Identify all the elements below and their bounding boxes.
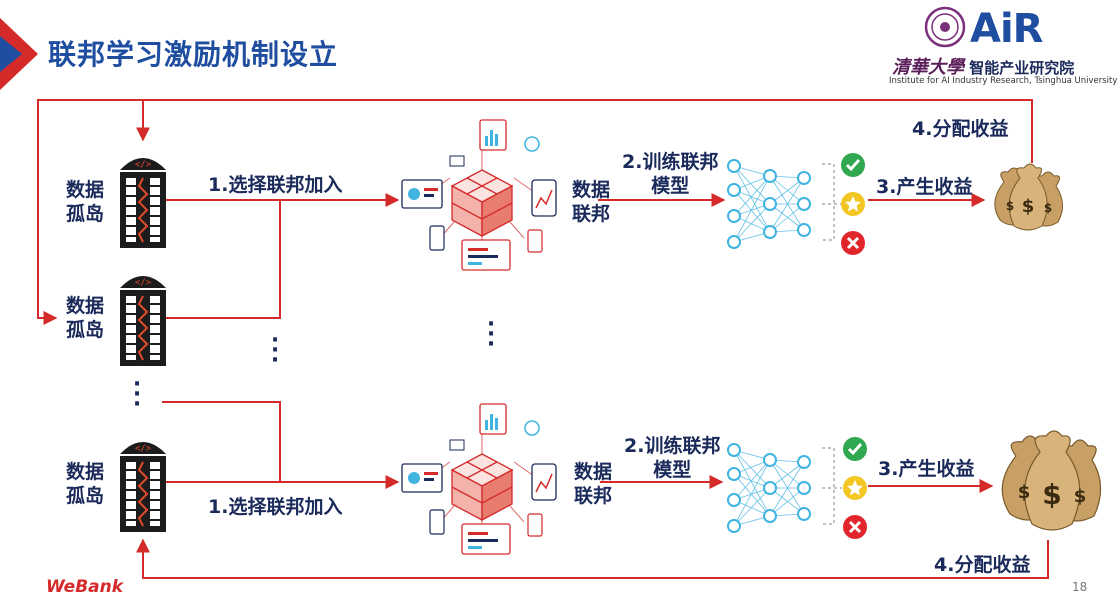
- institute-name-cn: 清華大學 智能产业研究院: [892, 53, 1074, 79]
- check-icon: [841, 153, 865, 177]
- neural-network-icon: [727, 159, 811, 249]
- institute-subname: 智能产业研究院: [969, 59, 1075, 77]
- tower-icon: </>: [120, 442, 166, 532]
- step1-label-bottom: 1.选择联邦加入: [208, 496, 343, 518]
- air-logo: AiR: [970, 6, 1043, 52]
- svg-text:</>: </>: [135, 160, 152, 170]
- ellipsis-icon: ···: [270, 328, 280, 373]
- island-label-top: 数据孤岛: [66, 179, 105, 225]
- step4-label-top: 4.分配收益: [912, 118, 1009, 140]
- svg-text:</>: </>: [135, 278, 152, 288]
- step3-label-bottom: 3.产生收益: [878, 458, 975, 480]
- ellipsis-icon: ···: [486, 312, 496, 357]
- svg-text:$: $: [1018, 482, 1031, 503]
- cross-icon: [841, 231, 865, 255]
- webank-logo: WeBank: [46, 577, 124, 597]
- step4-label-bottom: 4.分配收益: [934, 554, 1031, 576]
- star-icon: [841, 192, 865, 216]
- federation-label-top: 数据联邦: [572, 179, 611, 225]
- step3-label-top: 3.产生收益: [876, 176, 973, 198]
- svg-text:$: $: [1042, 478, 1061, 511]
- island-label-bottom: 数据孤岛: [66, 461, 105, 507]
- institute-name-en: Institute for AI Industry Research, Tsin…: [889, 76, 1118, 86]
- step2-label-top: 2.训练联邦模型: [622, 151, 719, 197]
- title-accent-icon: [0, 18, 38, 90]
- svg-text:$: $: [1006, 199, 1014, 213]
- check-icon: [843, 437, 867, 461]
- step2-label-bottom: 2.训练联邦模型: [624, 435, 721, 481]
- svg-text:$: $: [1074, 486, 1087, 507]
- star-icon: [843, 476, 867, 500]
- isometric-cube-network-icon: [401, 119, 557, 271]
- tsinghua-seal-icon: [924, 6, 966, 48]
- slide-title: 联邦学习激励机制设立: [48, 38, 339, 71]
- isometric-cube-network-icon: [401, 403, 557, 555]
- ellipsis-icon: ···: [132, 372, 142, 417]
- neural-network-icon: [727, 443, 811, 533]
- federation-label-bottom: 数据联邦: [574, 461, 613, 507]
- tower-icon: </>: [120, 276, 166, 366]
- page-number: 18: [1072, 580, 1088, 594]
- tower-icon: </>: [120, 158, 166, 248]
- svg-text:</>: </>: [135, 444, 152, 454]
- island-label-middle: 数据孤岛: [66, 295, 105, 341]
- svg-text:$: $: [1044, 201, 1052, 215]
- tsinghua-brush-text: 清華大學: [892, 57, 964, 78]
- money-bag-icon: $ $ $: [994, 163, 1063, 231]
- svg-text:$: $: [1022, 196, 1035, 217]
- step1-label-top: 1.选择联邦加入: [208, 174, 343, 196]
- money-bag-icon: $ $ $: [1001, 430, 1102, 531]
- cross-icon: [843, 515, 867, 539]
